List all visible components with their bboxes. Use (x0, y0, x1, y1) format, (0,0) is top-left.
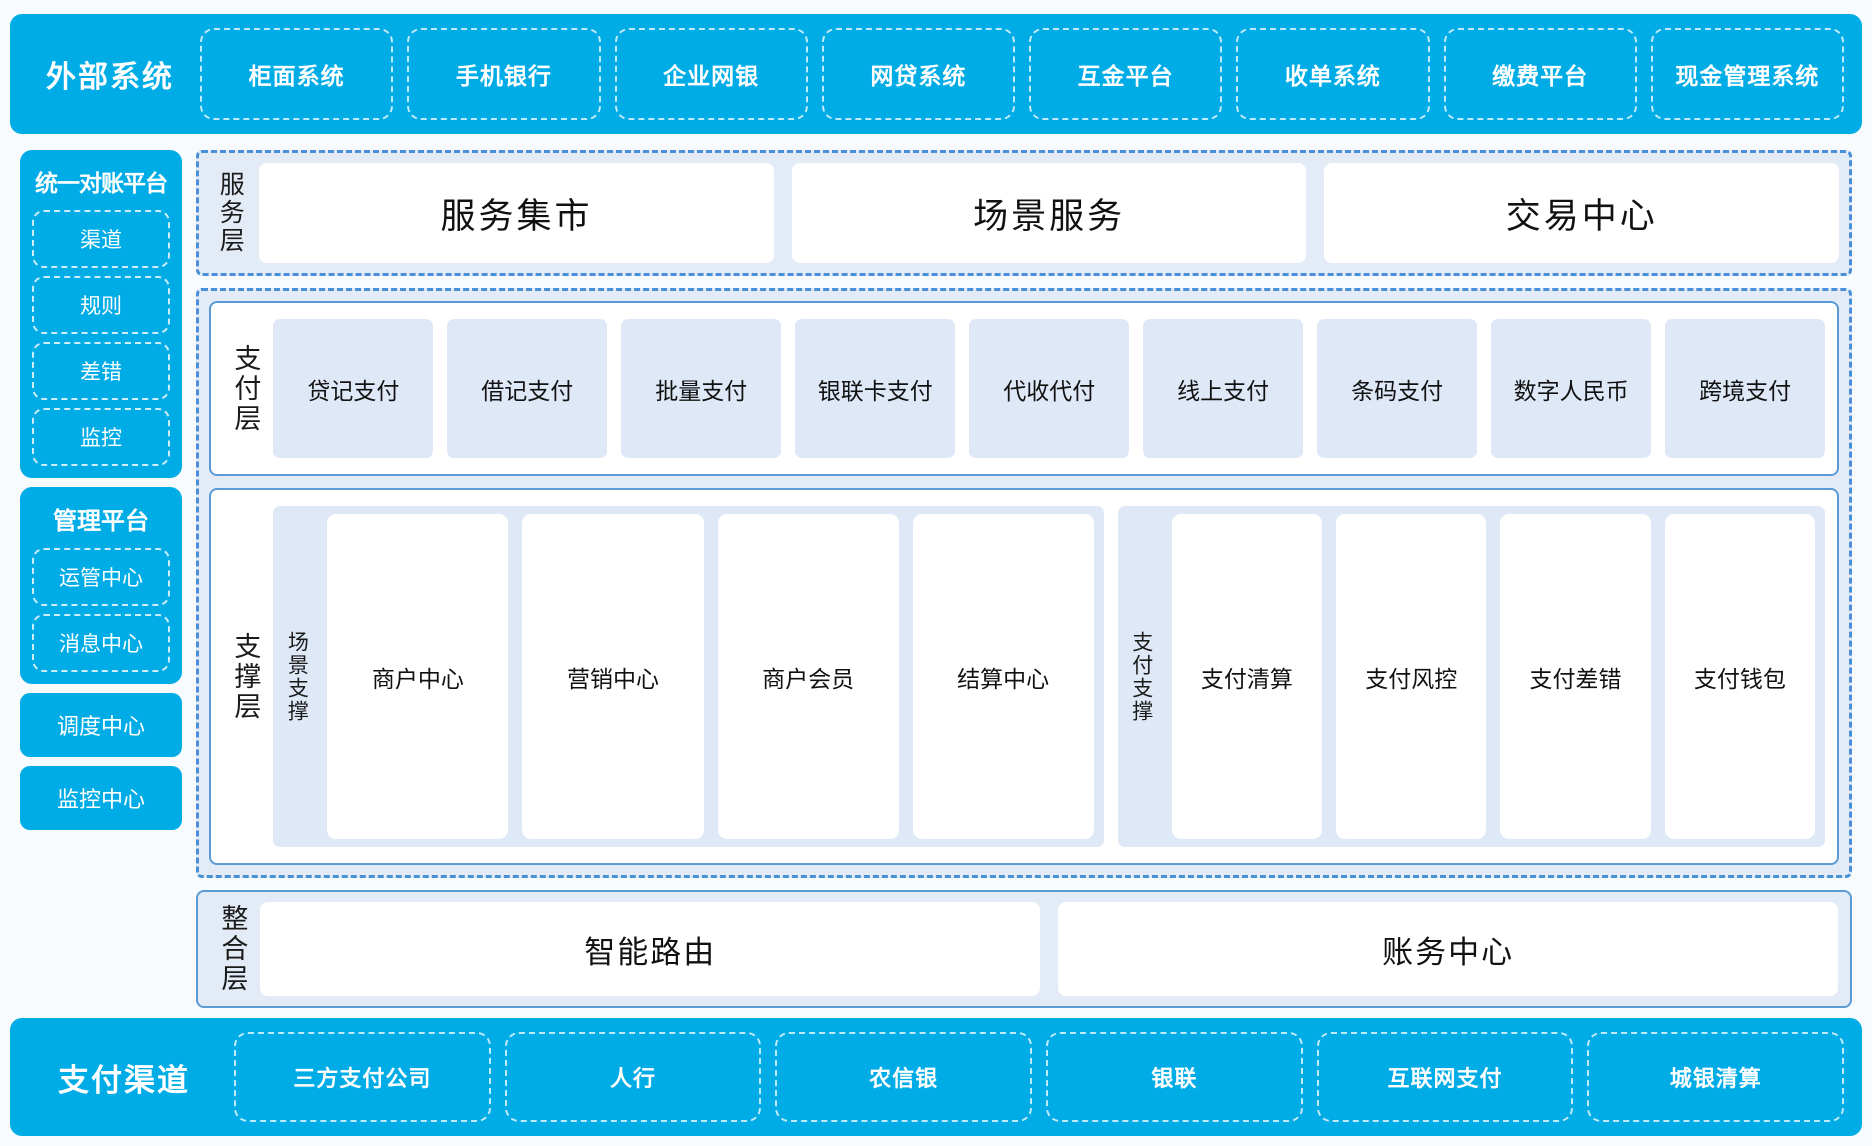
external-system-item[interactable]: 柜面系统 (200, 28, 394, 120)
payment-channel-thirdparty[interactable]: 三方支付公司 (234, 1032, 491, 1122)
service-card-scenario[interactable]: 场景服务 (791, 163, 1307, 263)
external-system-item[interactable]: 企业网银 (614, 28, 808, 120)
payment-card-barcode[interactable]: 条码支付 (1317, 319, 1478, 458)
support-group-payment: 支付支撑 支付清算 支付风控 支付差错 支付钱包 (1117, 506, 1825, 847)
sidebar-group-title: 管理平台 (53, 508, 149, 535)
support-group-scenario-label: 场景支撑 (285, 630, 309, 723)
external-system-item[interactable]: 缴费平台 (1443, 28, 1637, 120)
sidebar-item-monitoring-center[interactable]: 监控中心 (20, 766, 182, 830)
integration-card-accounting-center[interactable]: 账务中心 (1058, 902, 1838, 996)
external-systems-bar: 外部系统 柜面系统 手机银行 企业网银 网贷系统 互金平台 收单系统 缴费平台 … (10, 14, 1862, 134)
integration-layer-label: 整合层 (217, 904, 248, 994)
payment-channels-items: 三方支付公司 人行 农信银 银联 互联网支付 城银清算 (230, 1018, 1848, 1136)
service-card-transaction[interactable]: 交易中心 (1324, 163, 1839, 263)
support-layer-groups: 场景支撑 商户中心 营销中心 商户会员 结算中心 支付支撑 支付清算 支付风控 … (273, 500, 1825, 853)
payment-card-credit[interactable]: 贷记支付 (273, 319, 434, 458)
payment-channel-cityclearing[interactable]: 城银清算 (1587, 1032, 1845, 1122)
support-card-payment-error[interactable]: 支付差错 (1500, 514, 1651, 839)
payment-layer-label: 支付层 (230, 343, 261, 434)
sidebar-spacer (20, 839, 182, 1008)
payment-card-crossborder[interactable]: 跨境支付 (1665, 319, 1826, 458)
payment-channel-internet[interactable]: 互联网支付 (1316, 1032, 1574, 1122)
sidebar-group-title: 统一对账平台 (35, 170, 168, 196)
external-system-item[interactable]: 收单系统 (1236, 28, 1430, 120)
service-card-marketplace[interactable]: 服务集市 (259, 163, 774, 263)
payment-card-unionpay[interactable]: 银联卡支付 (795, 319, 956, 458)
payment-card-digital-rmb[interactable]: 数字人民币 (1491, 319, 1652, 458)
payment-layer: 支付层 贷记支付 借记支付 批量支付 银联卡支付 代收代付 线上支付 条码支付 … (209, 301, 1839, 476)
sidebar-item-channel[interactable]: 渠道 (32, 210, 170, 268)
integration-layer-items: 智能路由 账务中心 (260, 902, 1838, 996)
support-card-payment-riskcontrol[interactable]: 支付风控 (1336, 514, 1487, 839)
sidebar-item-error[interactable]: 差错 (32, 342, 170, 400)
support-card-merchant-member[interactable]: 商户会员 (717, 514, 899, 839)
external-systems-title: 外部系统 (46, 61, 174, 94)
payment-card-online[interactable]: 线上支付 (1143, 319, 1304, 458)
support-layer-label: 支撑层 (230, 631, 261, 722)
support-card-merchant-center[interactable]: 商户中心 (327, 514, 509, 839)
integration-layer: 整合层 智能路由 账务中心 (196, 890, 1852, 1008)
payment-card-batch[interactable]: 批量支付 (621, 319, 782, 458)
support-group-payment-label: 支付支撑 (1129, 630, 1153, 723)
core-layers-container: 支付层 贷记支付 借记支付 批量支付 银联卡支付 代收代付 线上支付 条码支付 … (196, 288, 1852, 878)
payment-layer-items: 贷记支付 借记支付 批量支付 银联卡支付 代收代付 线上支付 条码支付 数字人民… (273, 313, 1826, 464)
layers-column: 服务层 服务集市 场景服务 交易中心 支付层 贷记支付 借记支付 批量支付 银联… (196, 150, 1852, 1008)
external-system-item[interactable]: 现金管理系统 (1650, 28, 1844, 120)
support-card-marketing-center[interactable]: 营销中心 (522, 514, 704, 839)
payment-channels-title: 支付渠道 (58, 1062, 190, 1098)
external-systems-items: 柜面系统 手机银行 企业网银 网贷系统 互金平台 收单系统 缴费平台 现金管理系… (196, 14, 1848, 134)
service-layer-items: 服务集市 场景服务 交易中心 (259, 163, 1839, 263)
sidebar-item-operations-center[interactable]: 运管中心 (32, 548, 170, 606)
support-layer: 支撑层 场景支撑 商户中心 营销中心 商户会员 结算中心 支付支撑 支付清算 (209, 488, 1839, 865)
payment-channel-pboc[interactable]: 人行 (504, 1032, 762, 1122)
integration-card-smart-routing[interactable]: 智能路由 (260, 902, 1041, 996)
sidebar: 统一对账平台 渠道 规则 差错 监控 管理平台 运管中心 消息中心 调度中心 监… (20, 150, 182, 1008)
external-system-item[interactable]: 手机银行 (407, 28, 601, 120)
sidebar-item-monitor[interactable]: 监控 (32, 408, 170, 466)
sidebar-group-reconciliation: 统一对账平台 渠道 规则 差错 监控 (20, 150, 182, 478)
support-group-scenario: 场景支撑 商户中心 营销中心 商户会员 结算中心 (273, 506, 1104, 847)
payment-card-debit[interactable]: 借记支付 (447, 319, 608, 458)
support-card-settlement-center[interactable]: 结算中心 (912, 514, 1094, 839)
service-layer-label: 服务层 (216, 171, 245, 255)
sidebar-group-management: 管理平台 运管中心 消息中心 (20, 487, 182, 684)
payment-channels-bar: 支付渠道 三方支付公司 人行 农信银 银联 互联网支付 城银清算 (10, 1018, 1862, 1136)
sidebar-item-rule[interactable]: 规则 (32, 276, 170, 334)
payment-channel-unionpay[interactable]: 银联 (1046, 1032, 1303, 1122)
payment-channel-rcbank[interactable]: 农信银 (775, 1032, 1033, 1122)
external-system-item[interactable]: 互金平台 (1029, 28, 1223, 120)
sidebar-item-message-center[interactable]: 消息中心 (32, 614, 170, 672)
middle-region: 统一对账平台 渠道 规则 差错 监控 管理平台 运管中心 消息中心 调度中心 监… (10, 150, 1862, 1008)
external-system-item[interactable]: 网贷系统 (821, 28, 1015, 120)
support-card-payment-clearing[interactable]: 支付清算 (1171, 514, 1323, 839)
payment-card-collection[interactable]: 代收代付 (969, 319, 1130, 458)
support-card-payment-wallet[interactable]: 支付钱包 (1664, 514, 1816, 839)
service-layer: 服务层 服务集市 场景服务 交易中心 (196, 150, 1852, 276)
sidebar-item-scheduling-center[interactable]: 调度中心 (20, 693, 182, 757)
